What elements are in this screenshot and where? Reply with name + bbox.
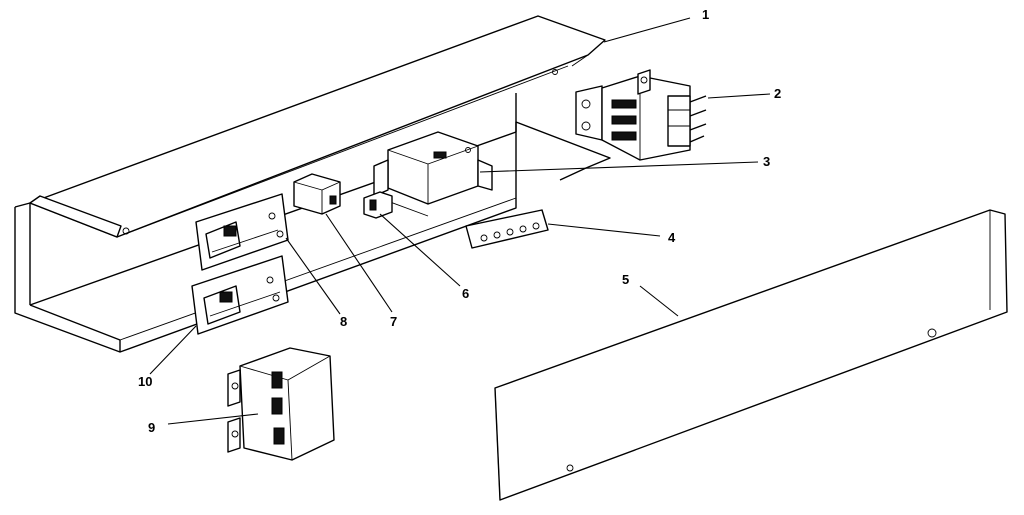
callout-7: 7: [390, 314, 397, 329]
callout-2: 2: [774, 86, 781, 101]
leader-lines: [149, 17, 771, 425]
callout-4: 4: [668, 230, 676, 245]
callout-6: 6: [462, 286, 469, 301]
callout-8: 8: [340, 314, 347, 329]
leader-7: [325, 213, 393, 313]
part-8-control-board: [195, 193, 289, 271]
leader-3: [479, 161, 759, 173]
callout-9: 9: [148, 420, 155, 435]
leader-8: [285, 237, 341, 315]
part-4-terminal-strip: [465, 209, 549, 249]
leader-10: [149, 325, 197, 375]
leader-5: [639, 285, 679, 317]
part-10-control-board: [191, 255, 289, 335]
part-1-top-cover: [29, 15, 606, 238]
leader-4: [547, 223, 661, 237]
part-5-front-panel: [494, 209, 1008, 501]
leader-6: [379, 213, 461, 287]
callout-labels: 1 2 3 4 5 6 7 8 9 10: [138, 7, 781, 435]
part-3-transformer: [373, 131, 493, 217]
leader-1: [603, 17, 691, 43]
part-7-capacitor: [293, 173, 341, 215]
leader-9: [167, 413, 259, 425]
part-2-contactor: [575, 69, 707, 161]
part-6-relay: [363, 191, 393, 219]
callout-3: 3: [763, 154, 770, 169]
callout-5: 5: [622, 272, 629, 287]
callout-10: 10: [138, 374, 152, 389]
callout-1: 1: [702, 7, 709, 22]
part-9-terminal-block: [227, 347, 335, 461]
leader-2: [707, 93, 771, 99]
